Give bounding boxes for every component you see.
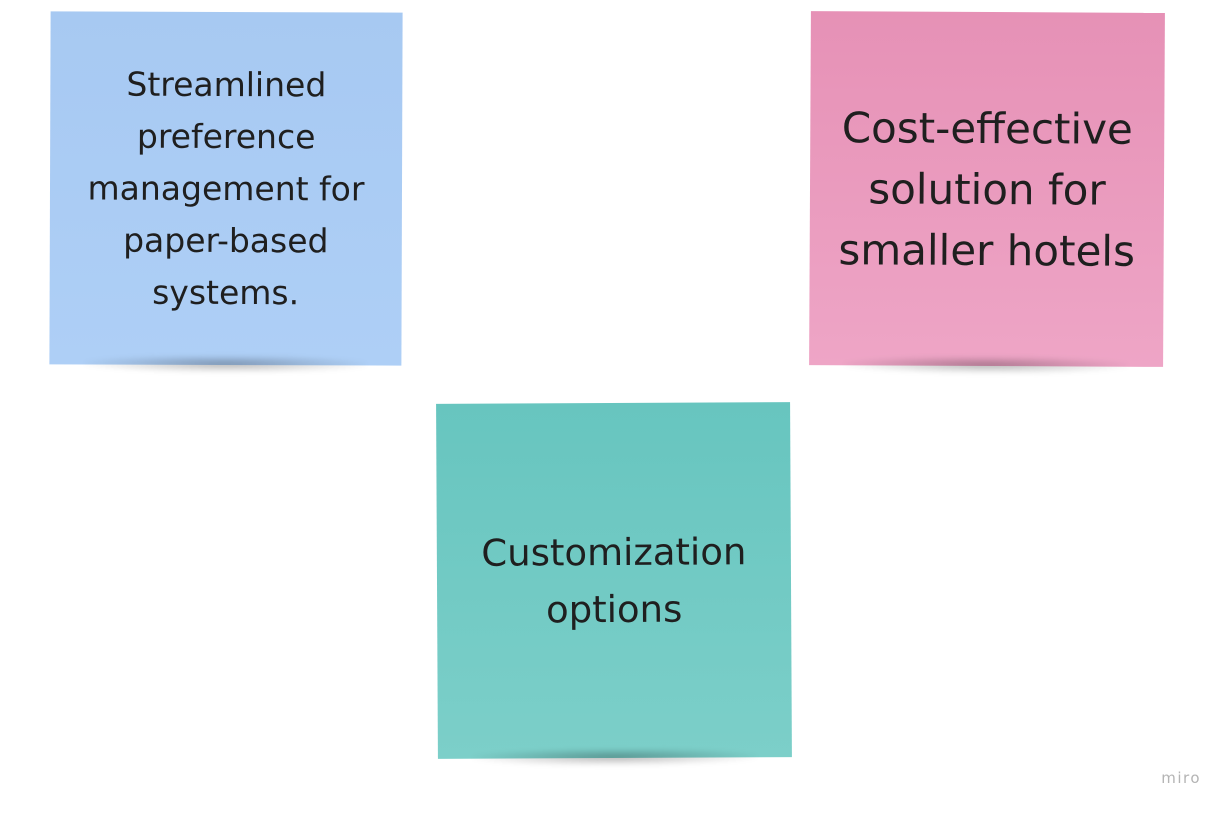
sticky-note-customization[interactable]: Customization options bbox=[436, 402, 792, 759]
sticky-note-text: Cost-effective solution for smaller hote… bbox=[838, 102, 1136, 276]
sticky-note-streamlined-preference[interactable]: Streamlined preference management for pa… bbox=[49, 11, 403, 366]
sticky-note-text: Streamlined preference management for pa… bbox=[87, 64, 365, 312]
sticky-note-cost-effective[interactable]: Cost-effective solution for smaller hote… bbox=[809, 11, 1165, 367]
miro-watermark-logo: miro bbox=[1161, 769, 1201, 787]
sticky-note-text: Customization options bbox=[481, 529, 747, 631]
